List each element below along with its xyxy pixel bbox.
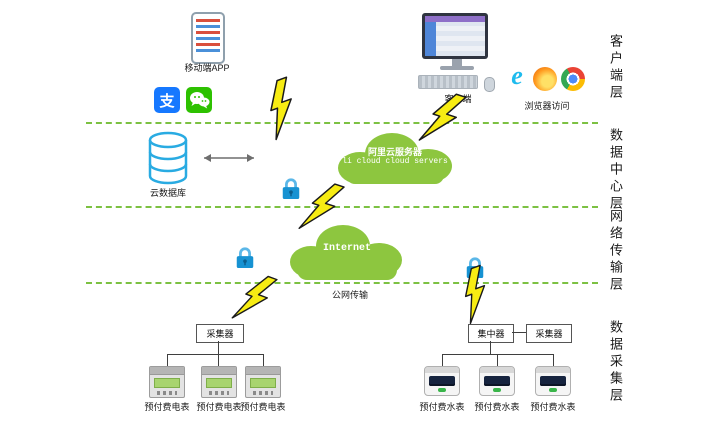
- keyboard-icon: [418, 75, 478, 89]
- lightning-icon: [418, 93, 467, 141]
- ie-glyph: e: [511, 61, 523, 90]
- alipay-glyph: 支: [159, 92, 175, 110]
- connector-line: [490, 341, 491, 354]
- electric-meter-icon: [201, 366, 237, 398]
- concentrator-box: 集中器: [468, 324, 514, 343]
- electric-meter-icon: [149, 366, 185, 398]
- cloud-db-label: 云数据库: [149, 188, 186, 198]
- connector-line: [218, 341, 219, 354]
- ali-cloud-label-cn: 阿里云服务器: [367, 147, 422, 157]
- client-pc-group: [418, 13, 495, 92]
- lock-icon: [236, 247, 254, 269]
- electric-meter-label: 预付费电表: [196, 402, 242, 412]
- lightning-icon: [464, 264, 486, 325]
- connector-line: [553, 354, 554, 366]
- lightning-icon: [231, 275, 278, 319]
- water-meter-icon: [424, 366, 460, 396]
- connector-line: [442, 354, 443, 366]
- lightning-icon: [298, 183, 345, 230]
- public-net-label: 公网传输: [331, 290, 368, 300]
- electric-meter-icon: [245, 366, 281, 398]
- double-arrow-icon: [204, 154, 254, 162]
- monitor-icon: [422, 13, 488, 59]
- wechat-bubbles: [190, 92, 210, 109]
- connector-line: [167, 354, 264, 355]
- alipay-icon: 支: [154, 87, 180, 113]
- layer-label-datacenter: 数据中心层: [608, 128, 623, 213]
- layer-separator: [86, 206, 598, 208]
- browser-access-label: 浏览器访问: [524, 101, 570, 111]
- monitor-base: [440, 66, 474, 70]
- firefox-icon: [533, 67, 557, 91]
- database-icon: [148, 131, 188, 185]
- smartphone-icon: [191, 12, 225, 64]
- connector-line: [512, 332, 526, 333]
- connector-line: [497, 354, 498, 366]
- connector-line: [167, 354, 168, 366]
- water-meter-label: 预付费水表: [530, 402, 576, 412]
- connector-line: [263, 354, 264, 366]
- mobile-app-label: 移动端APP: [184, 63, 230, 73]
- smartphone-screen: [196, 19, 220, 53]
- ie-icon: e: [505, 61, 529, 90]
- water-meter-icon: [479, 366, 515, 396]
- wechat-icon: [186, 87, 212, 113]
- water-meter-label: 预付费水表: [419, 402, 465, 412]
- electric-meter-label: 预付费电表: [240, 402, 286, 412]
- layer-separator: [86, 282, 598, 284]
- mouse-icon: [484, 77, 495, 92]
- collector-left-box: 采集器: [196, 324, 244, 343]
- chrome-icon: [561, 67, 585, 91]
- lightning-icon: [270, 76, 292, 141]
- water-meter-label: 预付费水表: [474, 402, 520, 412]
- internet-cloud-icon: [290, 225, 402, 280]
- layer-label-network: 网络传输层: [608, 209, 623, 294]
- monitor-screen-ui: [425, 16, 485, 56]
- water-meter-icon: [535, 366, 571, 396]
- layer-label-client: 客户端层: [608, 34, 623, 102]
- connector-line: [218, 354, 219, 366]
- layer-label-collection: 数据采集层: [608, 320, 623, 405]
- internet-label: Internet: [322, 243, 371, 254]
- ali-cloud-label-en: li cloud cloud servers: [342, 157, 448, 166]
- monitor-stand: [452, 59, 462, 66]
- lock-icon: [282, 178, 300, 200]
- layer-separator: [86, 122, 598, 124]
- ali-cloud-icon: [338, 133, 452, 184]
- collector-right-box: 采集器: [526, 324, 572, 343]
- electric-meter-label: 预付费电表: [144, 402, 190, 412]
